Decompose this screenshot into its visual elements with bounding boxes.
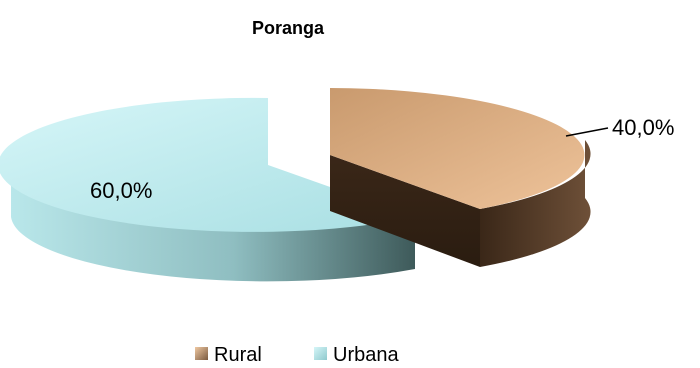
slice-urbana-top xyxy=(0,97,415,232)
legend-label-rural: Rural xyxy=(214,344,262,366)
slice-rural-wall xyxy=(330,155,480,267)
legend: Rural Urbana xyxy=(195,344,399,366)
slice-urbana-side xyxy=(11,165,415,282)
slice-rural-top xyxy=(330,88,585,209)
slice-urbana xyxy=(0,97,415,282)
slice-rural xyxy=(330,88,591,267)
legend-swatch-urbana xyxy=(314,347,327,360)
chart-title: Poranga xyxy=(252,18,325,38)
slice-rural-side xyxy=(480,140,591,267)
legend-swatch-rural xyxy=(195,347,208,360)
legend-label-urbana: Urbana xyxy=(333,344,399,366)
leader-line-rural xyxy=(565,127,609,137)
data-label-urbana: 60,0% xyxy=(90,178,152,203)
data-label-rural: 40,0% xyxy=(612,115,674,140)
